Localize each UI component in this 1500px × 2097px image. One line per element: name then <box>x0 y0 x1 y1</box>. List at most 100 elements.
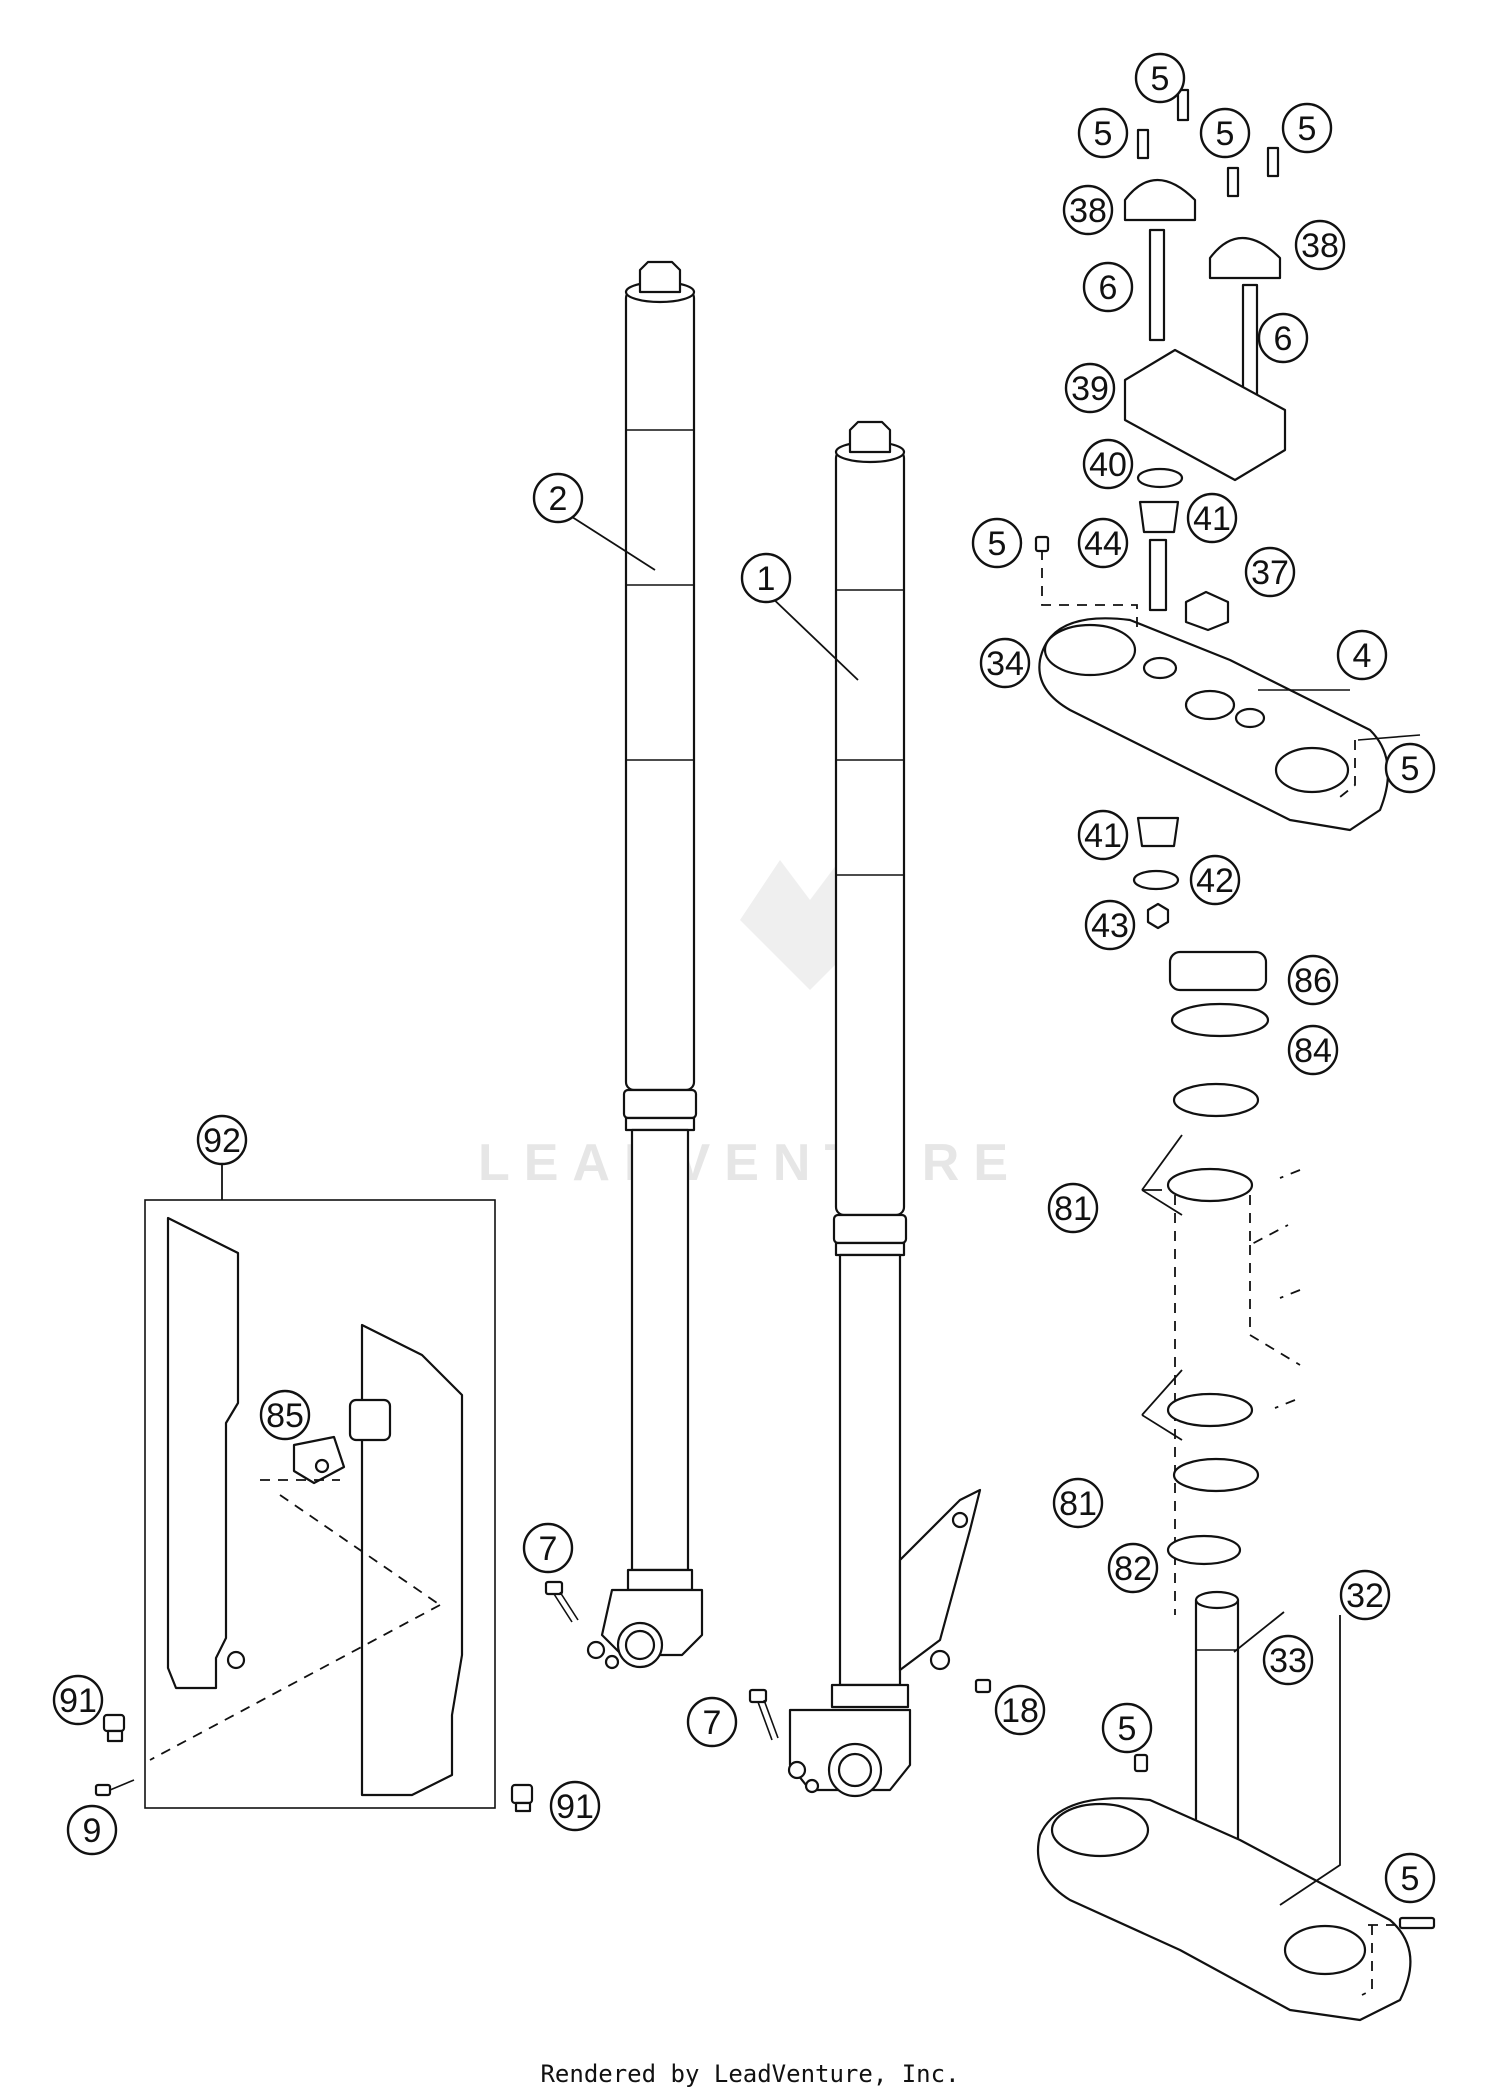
callout-circle <box>1287 954 1339 1006</box>
callout-34: 34 <box>979 637 1031 689</box>
nut-37 <box>1184 590 1230 632</box>
fork-2-outer-tube <box>624 288 696 1092</box>
callout-circle <box>1294 219 1346 271</box>
callout-41-b: 41 <box>1077 809 1129 861</box>
callout-circle <box>1107 1542 1159 1594</box>
callout-label: 2 <box>549 480 568 518</box>
callout-circle <box>1384 742 1436 794</box>
bolt-7-right <box>748 1688 779 1741</box>
callout-2: 2 <box>532 472 584 524</box>
callout-label: 7 <box>539 1530 558 1568</box>
callout-label: 43 <box>1091 907 1129 945</box>
callout-41-a: 41 <box>1186 492 1238 544</box>
callout-92: 92 <box>196 1114 248 1166</box>
callout-82: 82 <box>1107 1542 1159 1594</box>
screw-91-right <box>510 1783 534 1813</box>
callout-label: 81 <box>1054 1190 1092 1228</box>
callout-label: 91 <box>59 1682 97 1720</box>
pin-44 <box>1148 538 1168 612</box>
leader-lines <box>221 507 1341 1906</box>
race-81-top <box>1166 1167 1254 1203</box>
fork-2-inner-tube <box>630 1128 690 1572</box>
callout-circle <box>686 1696 738 1748</box>
callout-label: 33 <box>1269 1642 1307 1680</box>
callout-label: 37 <box>1251 554 1289 592</box>
seal-82 <box>1166 1534 1242 1566</box>
callout-label: 5 <box>1151 60 1170 98</box>
callout-circle <box>1052 1477 1104 1529</box>
lower-triple-clamp-32 <box>1036 1590 1436 2022</box>
fork-guard-right <box>360 1323 464 1797</box>
callout-5-c: 5 <box>1199 107 1251 159</box>
upper-hardware <box>1034 467 1230 632</box>
callout-6-a: 6 <box>1082 261 1134 313</box>
handlebar-clamps <box>1123 88 1287 482</box>
callout-circle <box>1262 1634 1314 1686</box>
callout-circle <box>1101 1702 1153 1754</box>
callout-label: 9 <box>83 1812 102 1850</box>
callout-circle <box>52 1674 104 1726</box>
callout-circle <box>549 1780 601 1832</box>
callout-circle <box>1077 809 1129 861</box>
callout-40: 40 <box>1082 438 1134 490</box>
callout-91-a: 91 <box>52 1674 104 1726</box>
callout-circle <box>1082 438 1134 490</box>
callout-label: 5 <box>1298 110 1317 148</box>
callout-label: 84 <box>1294 1032 1332 1070</box>
footer-credit: Rendered by LeadVenture, Inc. <box>540 2060 960 2088</box>
bearing-81-bottom <box>1172 1457 1260 1493</box>
callout-label: 6 <box>1099 269 1118 307</box>
callout-32: 32 <box>1339 1569 1391 1621</box>
callout-label: 92 <box>203 1122 241 1160</box>
callout-label: 86 <box>1294 962 1332 1000</box>
callout-label: 40 <box>1089 446 1127 484</box>
callout-4: 4 <box>1336 629 1388 681</box>
washer-42 <box>1132 869 1180 891</box>
seal-86 <box>1168 950 1268 992</box>
callout-circle <box>1084 899 1136 951</box>
bolt-7-left <box>544 1580 579 1623</box>
callout-18: 18 <box>994 1684 1046 1736</box>
watermark: LEADVENTURE <box>478 860 1008 1192</box>
callout-label: 34 <box>986 645 1024 683</box>
callout-38-b: 38 <box>1294 219 1346 271</box>
callout-44: 44 <box>1077 517 1129 569</box>
callout-42: 42 <box>1189 854 1241 906</box>
callout-label: 5 <box>1216 115 1235 153</box>
callout-label: 38 <box>1069 192 1107 230</box>
callout-84: 84 <box>1287 1024 1339 1076</box>
bushing-41-upper <box>1138 500 1180 534</box>
callout-38-a: 38 <box>1062 184 1114 236</box>
callout-37: 37 <box>1244 546 1296 598</box>
callout-circle <box>1134 52 1186 104</box>
callout-91-b: 91 <box>549 1780 601 1832</box>
callout-label: 4 <box>1353 637 1372 675</box>
upper-triple-clamp-34 <box>1038 617 1421 832</box>
callout-circle <box>1186 492 1238 544</box>
callout-label: 1 <box>757 560 776 598</box>
callout-circle <box>740 552 792 604</box>
callout-5-g: 5 <box>1101 1702 1153 1754</box>
callout-33: 33 <box>1262 1634 1314 1686</box>
race-81-bottom <box>1166 1392 1254 1428</box>
callout-label: 6 <box>1274 320 1293 358</box>
bolt-6-left <box>1148 228 1166 342</box>
callout-label: 44 <box>1084 525 1122 563</box>
callout-circle <box>66 1804 118 1856</box>
clamp-38-left <box>1123 178 1197 222</box>
clamp-base-39 <box>1123 348 1287 482</box>
callout-label: 91 <box>556 1788 594 1826</box>
callout-circle <box>1199 107 1251 159</box>
callout-5-f: 5 <box>1384 742 1436 794</box>
callout-circle <box>1287 1024 1339 1076</box>
nut-43 <box>1146 902 1170 930</box>
callout-circle <box>1336 629 1388 681</box>
callout-circle <box>1244 546 1296 598</box>
callout-label: 5 <box>1401 1860 1420 1898</box>
callout-circle <box>1077 517 1129 569</box>
callout-circle <box>994 1684 1046 1736</box>
callout-39: 39 <box>1064 362 1116 414</box>
fork-1-cap-icon <box>848 420 892 454</box>
callout-81-a: 81 <box>1047 1182 1099 1234</box>
